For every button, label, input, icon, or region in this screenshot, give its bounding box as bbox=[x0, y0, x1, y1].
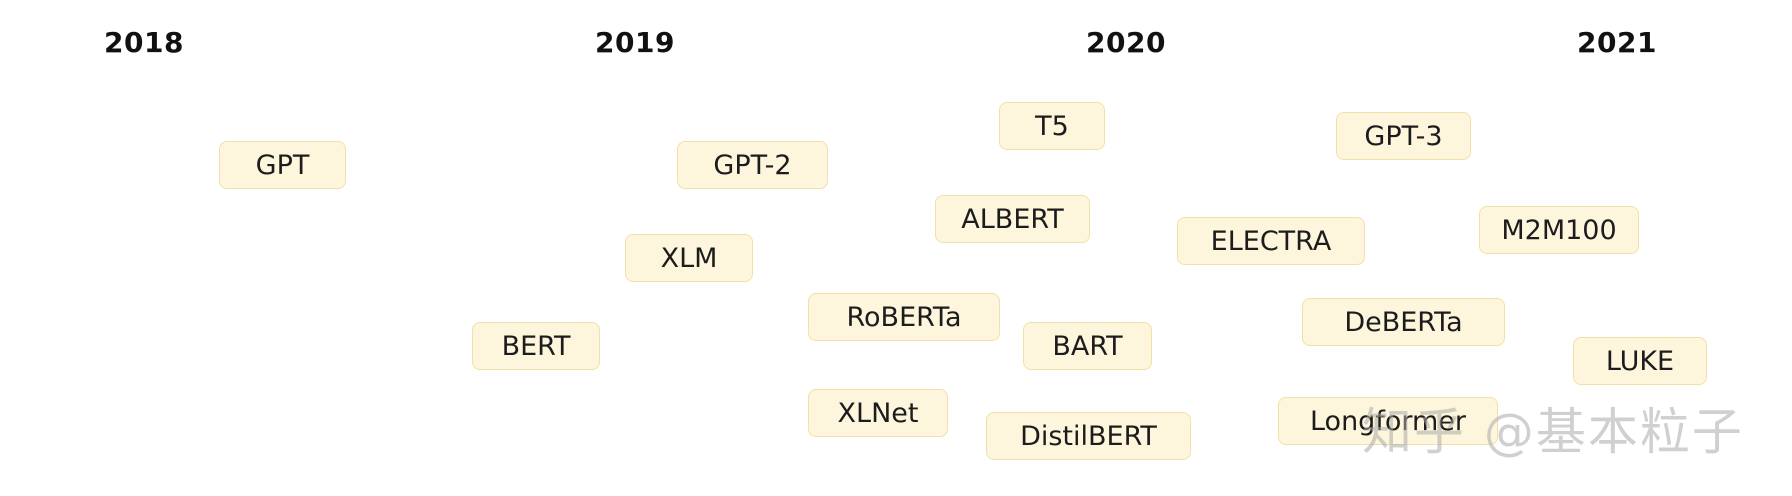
model-box-longformer: Longformer bbox=[1278, 397, 1498, 445]
model-box-bert: BERT bbox=[472, 322, 600, 370]
model-box-electra: ELECTRA bbox=[1177, 217, 1365, 265]
model-box-gpt-2: GPT-2 bbox=[677, 141, 828, 189]
model-box-roberta: RoBERTa bbox=[808, 293, 1000, 341]
model-box-gpt: GPT bbox=[219, 141, 346, 189]
year-label-2019: 2019 bbox=[595, 26, 675, 59]
model-box-bart: BART bbox=[1023, 322, 1152, 370]
year-label-2020: 2020 bbox=[1086, 26, 1166, 59]
model-box-xlm: XLM bbox=[625, 234, 753, 282]
model-box-albert: ALBERT bbox=[935, 195, 1090, 243]
year-label-2021: 2021 bbox=[1577, 26, 1657, 59]
model-box-deberta: DeBERTa bbox=[1302, 298, 1505, 346]
watermark: 知乎 @基本粒子 bbox=[1362, 403, 1744, 461]
year-label-2018: 2018 bbox=[104, 26, 184, 59]
model-box-distilbert: DistilBERT bbox=[986, 412, 1191, 460]
model-box-luke: LUKE bbox=[1573, 337, 1707, 385]
model-box-gpt-3: GPT-3 bbox=[1336, 112, 1471, 160]
model-box-xlnet: XLNet bbox=[808, 389, 948, 437]
model-box-t5: T5 bbox=[999, 102, 1105, 150]
model-box-m2m100: M2M100 bbox=[1479, 206, 1639, 254]
